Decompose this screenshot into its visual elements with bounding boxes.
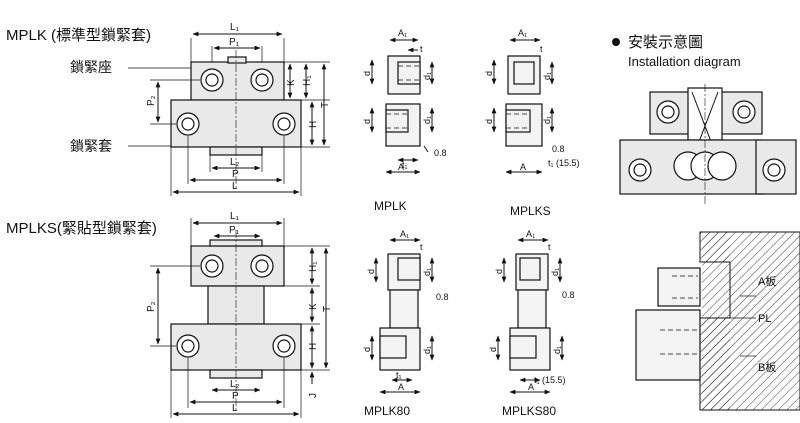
svg-text:d₁: d₁ xyxy=(422,346,432,354)
svg-text:0.8: 0.8 xyxy=(552,144,565,154)
dim-h: H xyxy=(308,121,319,128)
svg-text:d₁: d₁ xyxy=(552,346,562,354)
svg-text:d: d xyxy=(488,347,498,352)
dim-l: L xyxy=(232,181,238,192)
mplk-drawing: MPLK (標準型鎖緊套) L₁ P₁ 鎖緊座 鎖緊套 P₂ xyxy=(6,22,331,196)
mplks-title: MPLKS(緊貼型鎖緊套) xyxy=(6,220,157,237)
dim-l2-b: L₂ xyxy=(230,379,240,390)
mplk-title: MPLK (標準型鎖緊套) xyxy=(6,27,151,44)
label-pl: PL xyxy=(758,313,771,325)
label-plate-b: B板 xyxy=(758,360,776,374)
svg-text:A: A xyxy=(528,382,534,392)
svg-text:t: t xyxy=(420,242,423,252)
caption-mplk80: MPLK80 xyxy=(364,404,410,418)
svg-text:d: d xyxy=(362,71,372,76)
svg-text:d₁: d₁ xyxy=(542,72,552,80)
dim-l-b: L xyxy=(232,403,238,414)
svg-text:A: A xyxy=(398,162,404,172)
mplks-drawing: MPLKS(緊貼型鎖緊套) L₁ P₁ P₂ H₁ K H T J xyxy=(6,211,333,418)
caption-mplk: MPLK xyxy=(374,199,407,213)
svg-text:0.8: 0.8 xyxy=(436,292,449,302)
dim-p-b: P xyxy=(232,391,239,402)
svg-text:t: t xyxy=(420,44,423,54)
svg-text:t₁ (15.5): t₁ (15.5) xyxy=(548,158,580,168)
svg-text:t: t xyxy=(540,44,543,54)
installation-diagram: 安裝示意圖 Installation diagram A板 PL B板 xyxy=(612,33,800,411)
dim-k-b: K xyxy=(308,303,319,310)
svg-text:d: d xyxy=(362,119,372,124)
dim-t: T xyxy=(320,102,331,108)
svg-text:A₁: A₁ xyxy=(398,28,407,38)
svg-text:d₁: d₁ xyxy=(422,268,432,276)
dim-p: P xyxy=(232,169,239,180)
svg-text:d₁: d₁ xyxy=(542,116,552,124)
install-title-cn: 安裝示意圖 xyxy=(628,33,703,51)
callout-sleeve: 鎖緊套 xyxy=(70,138,112,154)
dim-j: J xyxy=(308,393,319,398)
mplks-side-view: A₁ t d d₁ d d₁ 0.8 t₁ (15.5) A MPLKS xyxy=(484,28,580,218)
svg-text:d₁: d₁ xyxy=(422,72,432,80)
dim-p1: P₁ xyxy=(229,37,240,48)
dim-k: K xyxy=(286,79,297,86)
mplk80-side-view: A₁ t d d₁ 0.8 d d₁ t₁ A MPLK80 xyxy=(362,229,449,418)
dim-h-b: H xyxy=(308,343,319,350)
callout-seat: 鎖緊座 xyxy=(70,59,112,75)
caption-mplks80: MPLKS80 xyxy=(502,404,556,418)
svg-text:A₁: A₁ xyxy=(400,229,409,239)
svg-text:d₁: d₁ xyxy=(422,116,432,124)
dim-l2: L₂ xyxy=(230,157,240,168)
caption-mplks: MPLKS xyxy=(510,204,551,218)
svg-text:A₁: A₁ xyxy=(526,229,535,239)
svg-text:0.8: 0.8 xyxy=(562,290,575,300)
label-plate-a: A板 xyxy=(758,274,776,288)
svg-text:t₁: t₁ xyxy=(402,160,408,170)
dim-h1-b: H₁ xyxy=(308,261,319,272)
svg-text:d: d xyxy=(366,269,376,274)
svg-text:d: d xyxy=(494,269,504,274)
mplk-side-view: A₁ t d d₁ d d₁ 0.8 t₁ A MPLK xyxy=(362,28,447,213)
dim-p2-b: P₂ xyxy=(146,301,157,312)
svg-text:t₁: t₁ xyxy=(396,370,402,380)
svg-text:A: A xyxy=(520,162,526,172)
svg-text:0.8: 0.8 xyxy=(434,148,447,158)
dim-p1-b: P₁ xyxy=(229,225,240,236)
svg-text:d: d xyxy=(362,347,372,352)
dim-h1: H₁ xyxy=(302,75,313,86)
dim-t-b: T xyxy=(322,306,333,312)
svg-text:t₁ (15.5): t₁ (15.5) xyxy=(534,375,566,385)
svg-text:d₁: d₁ xyxy=(550,268,560,276)
dim-p2: P₂ xyxy=(146,95,157,106)
svg-text:d: d xyxy=(484,71,494,76)
svg-text:A: A xyxy=(398,382,404,392)
mplks80-side-view: A₁ t d d₁ 0.8 d d₁ t₁ (15.5) A MPLKS80 xyxy=(488,229,575,418)
svg-text:d: d xyxy=(484,119,494,124)
svg-text:t: t xyxy=(548,242,551,252)
svg-text:A₁: A₁ xyxy=(518,28,527,38)
dim-l1-b: L₁ xyxy=(230,211,240,222)
bullet-icon xyxy=(612,38,620,46)
seat-tab xyxy=(227,56,247,64)
install-title-en: Installation diagram xyxy=(628,54,741,69)
dim-l1: L₁ xyxy=(230,22,240,33)
